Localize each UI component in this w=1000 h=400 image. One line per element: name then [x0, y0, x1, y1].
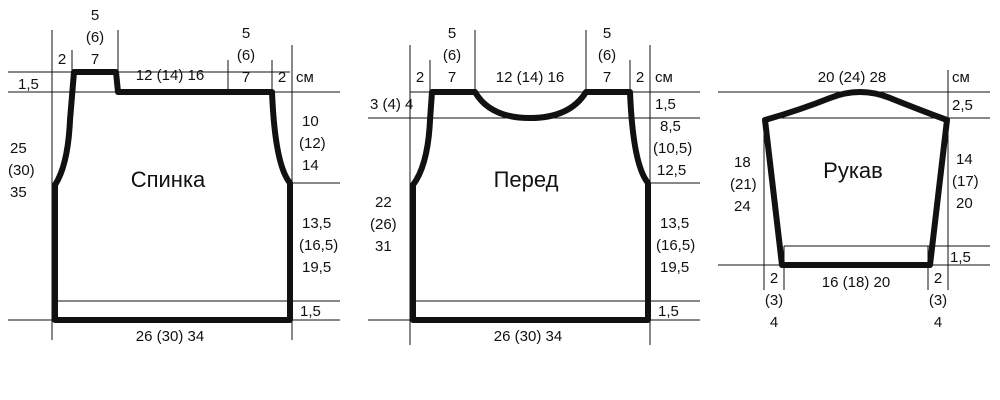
sleeve-right-2: 20	[956, 195, 973, 212]
sleeve-right-0: 14	[956, 151, 973, 168]
front-piece: Перед 5 (6) 7 5 (6) 7 2 2 12 (14) 16 3 (…	[368, 25, 700, 345]
front-edge-right: 2	[636, 69, 644, 86]
sleeve-inset-r-0: 2	[934, 270, 942, 287]
sleeve-right-1: (17)	[952, 173, 979, 190]
sleeve-bottom-width: 16 (18) 20	[822, 274, 890, 291]
back-left-0: 25	[10, 140, 27, 157]
back-left-1: (30)	[8, 162, 35, 179]
sleeve-inset-r-2: 4	[934, 314, 942, 331]
front-shoulder-l-1: (6)	[443, 47, 461, 64]
front-armhole-0: 8,5	[660, 118, 681, 135]
back-left-2: 35	[10, 184, 27, 201]
back-edge-right: 2	[278, 69, 286, 86]
back-neck-drop: 1,5	[18, 76, 39, 93]
back-shoulder-r-1: (6)	[237, 47, 255, 64]
back-hem: 1,5	[300, 303, 321, 320]
back-side-0: 13,5	[302, 215, 331, 232]
sleeve-unit: см	[952, 69, 970, 86]
sleeve-piece: Рукав 20 (24) 28 см 2,5 18 (21) 24 14 (1…	[718, 69, 990, 331]
front-width: 26 (30) 34	[494, 328, 562, 345]
sleeve-cap-drop: 2,5	[952, 97, 973, 114]
sleeve-inset-r-1: (3)	[929, 292, 947, 309]
front-edge-left: 2	[416, 69, 424, 86]
back-unit: см	[296, 69, 314, 86]
front-outline	[410, 89, 651, 323]
front-shoulder-l-0: 5	[448, 25, 456, 42]
back-shoulder-2: 7	[91, 51, 99, 68]
back-edge-left: 2	[58, 51, 66, 68]
front-hem: 1,5	[658, 303, 679, 320]
sleeve-top-width: 20 (24) 28	[818, 69, 886, 86]
sleeve-left-0: 18	[734, 154, 751, 171]
back-armhole-0: 10	[302, 113, 319, 130]
sleeve-cuff: 1,5	[950, 249, 971, 266]
front-armhole-1: (10,5)	[653, 140, 692, 157]
back-title: Спинка	[131, 167, 206, 192]
back-armhole-2: 14	[302, 157, 319, 174]
sleeve-inset-l-2: 4	[770, 314, 778, 331]
front-shoulder-r-2: 7	[603, 69, 611, 86]
back-side-2: 19,5	[302, 259, 331, 276]
sleeve-inset-l-1: (3)	[765, 292, 783, 309]
back-side-1: (16,5)	[299, 237, 338, 254]
front-unit: см	[655, 69, 673, 86]
front-side-1: (16,5)	[656, 237, 695, 254]
front-neck-width: 12 (14) 16	[496, 69, 564, 86]
back-shoulder-r-0: 5	[242, 25, 250, 42]
front-neck-side: 3 (4) 4	[370, 96, 413, 113]
front-armhole-2: 12,5	[657, 162, 686, 179]
sleeve-left-1: (21)	[730, 176, 757, 193]
front-left-2: 31	[375, 238, 392, 255]
sleeve-outline	[762, 89, 950, 268]
front-side-0: 13,5	[660, 215, 689, 232]
front-left-0: 22	[375, 194, 392, 211]
front-left-1: (26)	[370, 216, 397, 233]
back-shoulder-1: (6)	[86, 29, 104, 46]
front-shoulder-r-0: 5	[603, 25, 611, 42]
back-outline	[52, 69, 293, 323]
sleeve-title: Рукав	[823, 158, 883, 183]
front-side-2: 19,5	[660, 259, 689, 276]
back-shoulder-r-2: 7	[242, 69, 250, 86]
front-neck-drop: 1,5	[655, 96, 676, 113]
sleeve-left-2: 24	[734, 198, 751, 215]
front-shoulder-l-2: 7	[448, 69, 456, 86]
back-width: 26 (30) 34	[136, 328, 204, 345]
back-neck-width: 12 (14) 16	[136, 67, 204, 84]
back-shoulder-0: 5	[91, 7, 99, 24]
front-shoulder-r-1: (6)	[598, 47, 616, 64]
front-title: Перед	[494, 167, 559, 192]
back-armhole-1: (12)	[299, 135, 326, 152]
back-piece: Спинка 5 (6) 7 5 (6) 7 2 2 12 (14) 16 1,…	[8, 7, 340, 345]
sleeve-inset-l-0: 2	[770, 270, 778, 287]
